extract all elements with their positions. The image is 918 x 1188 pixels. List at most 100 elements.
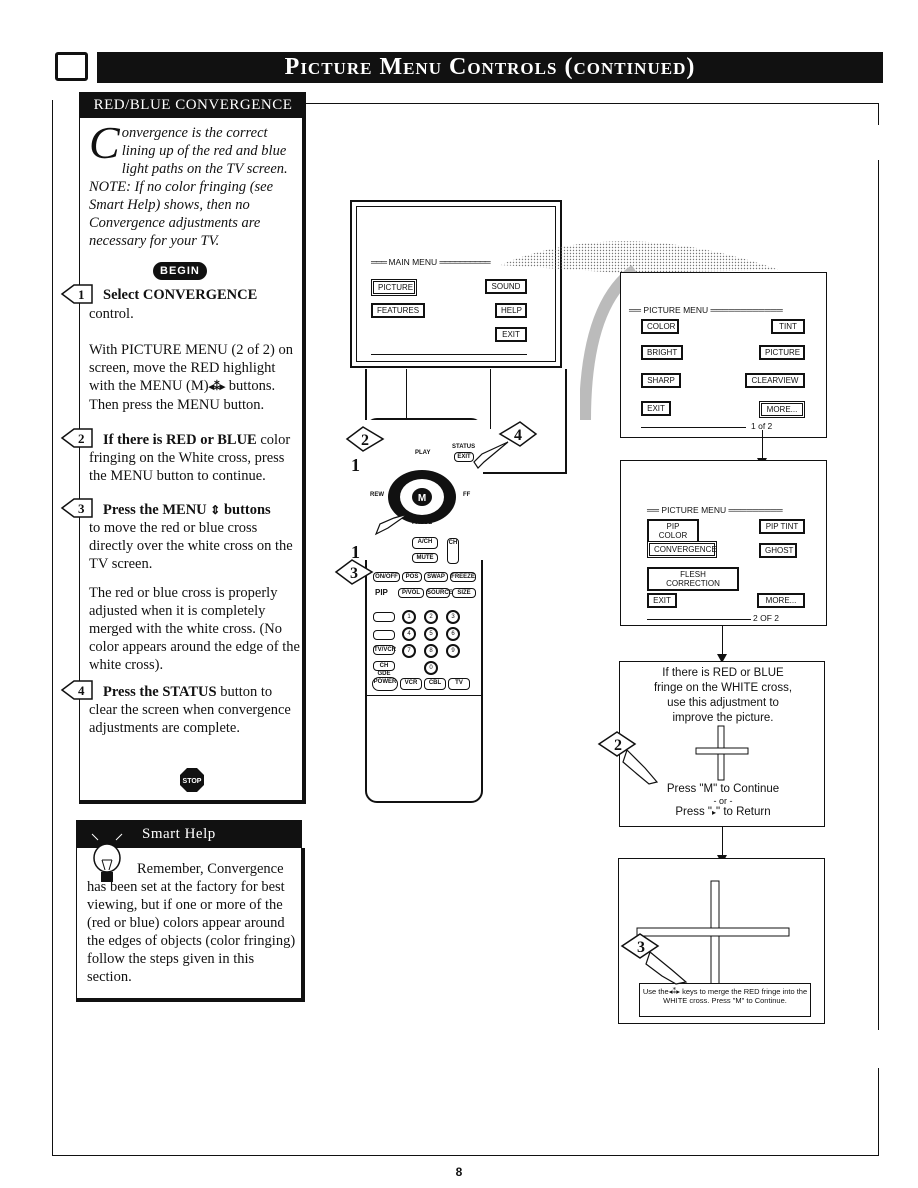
step-4-text: Press the STATUS button to clear the scr…: [89, 683, 301, 737]
remote-dpad[interactable]: M: [382, 466, 462, 528]
remote-cbl-key[interactable]: CBL: [424, 678, 446, 690]
frame-rule-top: [305, 103, 878, 104]
menu-divider: [371, 354, 527, 355]
remote-digit-1[interactable]: 1: [402, 610, 416, 624]
remote-rew-label: REW: [370, 492, 384, 498]
pm1-sharp-button[interactable]: SHARP: [641, 373, 681, 388]
pm2-convergence-button[interactable]: CONVERGENCE: [647, 541, 717, 558]
pm1-more-button[interactable]: MORE...: [759, 401, 805, 418]
step-2-rest: color fringing on the White cross, press…: [89, 432, 291, 484]
merge-text-pre: Use the: [642, 987, 669, 996]
pointing-hand-icon: [374, 513, 409, 536]
remote-onoff-key[interactable]: ON/OFF: [373, 572, 400, 582]
remote-vcr-key[interactable]: VCR: [400, 678, 422, 690]
tv-screen: ═══ MAIN MENU ══════════ PICTURE SOUND F…: [356, 206, 556, 362]
section-rule: [79, 92, 80, 122]
pm1-tint-button[interactable]: TINT: [771, 319, 805, 334]
svg-text:4: 4: [514, 427, 522, 444]
pm2-flesh-correction-button[interactable]: FLESH CORRECTION: [647, 567, 739, 591]
remote-smart-sound-key[interactable]: [373, 630, 395, 640]
remote-pos-key[interactable]: POS: [402, 572, 422, 582]
frame-rule-right: [878, 103, 879, 125]
remote-ch-key[interactable]: CH: [447, 538, 459, 564]
svg-text:1: 1: [351, 542, 360, 562]
main-menu-title: ═══ MAIN MENU ══════════: [371, 257, 491, 267]
light-beam-graphic: [500, 241, 780, 273]
fringe-info-line-3: use this adjustment to: [667, 697, 779, 709]
picture-menu-1-title-text: PICTURE MENU: [643, 305, 709, 315]
remote-pause-label: PAUSE: [412, 520, 433, 526]
flow-arrow-2-head: [717, 654, 727, 663]
step-1-rest: control.: [89, 306, 134, 322]
remote-digit-3[interactable]: 3: [446, 610, 460, 624]
section-title: RED/BLUE CONVERGENCE: [80, 92, 306, 118]
frame-rule-right: [878, 1068, 879, 1156]
remote-digit-8[interactable]: 8: [424, 644, 438, 658]
pm1-color-button[interactable]: COLOR: [641, 319, 679, 334]
remote-digit-7[interactable]: 7: [402, 644, 416, 658]
intro-body: onvergence is the correct lining up of t…: [89, 125, 288, 249]
remote-source-key[interactable]: SOURCE: [426, 588, 453, 598]
remote-swap-key[interactable]: SWAP: [424, 572, 448, 582]
pm2-ghost-button[interactable]: GHOST: [759, 543, 797, 558]
menu-sound-button[interactable]: SOUND: [485, 279, 527, 294]
step-3-arrow-icon: 3: [60, 498, 93, 518]
remote-ach-key[interactable]: A/CH: [412, 537, 438, 549]
remote-tv-key[interactable]: TV: [448, 678, 470, 690]
fringe-return-post: " to Return: [716, 806, 771, 818]
remote-exit-key[interactable]: EXIT: [454, 452, 474, 462]
pm2-pip-tint-button[interactable]: PIP TINT: [759, 519, 805, 534]
fringe-info-line-4: improve the picture.: [672, 712, 774, 724]
convergence-crosses-graphic: [636, 880, 790, 987]
pm2-more-button[interactable]: MORE...: [757, 593, 805, 608]
step-3-number: 3: [78, 501, 85, 516]
remote-status-label: STATUS: [452, 444, 476, 450]
pm1-picture-button[interactable]: PICTURE: [759, 345, 805, 360]
step-3-rule: [79, 519, 80, 669]
pm2-pip-color-button[interactable]: PIP COLOR: [647, 519, 699, 543]
svg-text:M: M: [418, 493, 426, 504]
white-cross-graphic: [695, 725, 749, 781]
remote-pvol-key[interactable]: P/VOL: [398, 588, 424, 598]
merge-instruction: Use the◂⁑▸ keys to merge the RED fringe …: [639, 983, 811, 1017]
menu-help-button[interactable]: HELP: [495, 303, 527, 318]
page-title: Picture Menu Controls (continued): [97, 52, 883, 83]
remote-tvvcr-key[interactable]: TV/VCR: [373, 645, 397, 655]
section-marker-box: [55, 52, 88, 81]
svg-text:2: 2: [361, 432, 369, 449]
pm1-exit-button[interactable]: EXIT: [641, 401, 671, 416]
remote-digit-0[interactable]: 0: [424, 661, 438, 675]
remote-digit-9[interactable]: 9: [446, 644, 460, 658]
smart-help-panel: [76, 848, 305, 1002]
remote-mute-key[interactable]: MUTE: [412, 553, 438, 563]
step-1-heading: Select CONVERGENCE: [103, 286, 303, 304]
step-3-heading: Press the MENU ⇕ buttons: [103, 501, 303, 519]
merge-panel: Use the◂⁑▸ keys to merge the RED fringe …: [618, 858, 825, 1024]
lightbulb-icon: [91, 833, 123, 882]
step-3-rest: to move the red or blue cross directly o…: [89, 520, 293, 572]
pm2-exit-button[interactable]: EXIT: [647, 593, 677, 608]
frame-rule-left: [52, 100, 53, 1155]
menu-features-button[interactable]: FEATURES: [371, 303, 425, 318]
pm1-bright-button[interactable]: BRIGHT: [641, 345, 683, 360]
remote-power-key[interactable]: POWER: [372, 677, 398, 691]
remote-digit-5[interactable]: 5: [424, 627, 438, 641]
remote-smart-picture-key[interactable]: [373, 612, 395, 622]
svg-text:3: 3: [637, 939, 645, 956]
tv-stand-divider: [406, 369, 407, 429]
menu-picture-button[interactable]: PICTURE: [371, 279, 417, 296]
remote-digit-4[interactable]: 4: [402, 627, 416, 641]
smart-help-title: Smart Help: [76, 820, 302, 848]
remote-size-key[interactable]: SIZE: [452, 588, 476, 598]
step-2-text: If there is RED or BLUE color fringing o…: [89, 431, 301, 485]
step-2-rule: [79, 449, 80, 489]
menu-exit-button[interactable]: EXIT: [495, 327, 527, 342]
remote-freeze-key[interactable]: FREEZE: [450, 572, 476, 582]
remote-digit-2[interactable]: 2: [424, 610, 438, 624]
remote-digit-6[interactable]: 6: [446, 627, 460, 641]
step-4-number: 4: [78, 683, 85, 698]
remote-chgde-key[interactable]: CH GDE: [373, 661, 395, 677]
pm1-clearview-button[interactable]: CLEARVIEW: [745, 373, 805, 388]
merge-step-3-marker: 3: [620, 933, 688, 985]
